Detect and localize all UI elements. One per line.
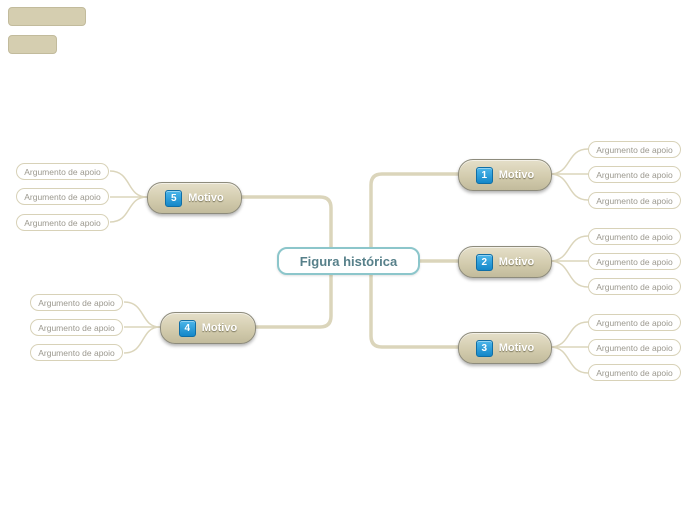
argument-node[interactable]: Argumento de apoio xyxy=(588,166,681,183)
argument-label: Argumento de apoio xyxy=(596,317,673,328)
argument-node[interactable]: Argumento de apoio xyxy=(588,192,681,209)
argument-node[interactable]: Argumento de apoio xyxy=(588,314,681,331)
argument-label: Argumento de apoio xyxy=(596,195,673,206)
motivo-node-1[interactable]: 1 Motivo xyxy=(458,159,552,191)
argument-label: Argumento de apoio xyxy=(38,322,115,333)
argument-node[interactable]: Argumento de apoio xyxy=(30,344,123,361)
argument-node[interactable]: Argumento de apoio xyxy=(588,278,681,295)
motivo-node-3[interactable]: 3 Motivo xyxy=(458,332,552,364)
argument-label: Argumento de apoio xyxy=(596,367,673,378)
argument-node[interactable]: Argumento de apoio xyxy=(16,163,109,180)
argument-label: Argumento de apoio xyxy=(38,297,115,308)
argument-label: Argumento de apoio xyxy=(596,231,673,242)
motivo-label-4: Motivo xyxy=(201,322,238,334)
number-badge-5: 5 xyxy=(165,189,183,207)
motivo-label-1: Motivo xyxy=(498,169,535,181)
argument-label: Argumento de apoio xyxy=(24,166,101,177)
clipped-node-top-2 xyxy=(8,35,57,54)
number-badge-3: 3 xyxy=(475,339,493,357)
argument-node[interactable]: Argumento de apoio xyxy=(588,253,681,270)
argument-node[interactable]: Argumento de apoio xyxy=(588,141,681,158)
motivo-node-4[interactable]: 4 Motivo xyxy=(160,312,256,344)
number-badge-4: 4 xyxy=(178,319,196,337)
motivo-label-2: Motivo xyxy=(498,256,535,268)
argument-label: Argumento de apoio xyxy=(596,281,673,292)
argument-node[interactable]: Argumento de apoio xyxy=(588,339,681,356)
argument-label: Argumento de apoio xyxy=(24,191,101,202)
argument-label: Argumento de apoio xyxy=(596,342,673,353)
clipped-node-top-1 xyxy=(8,7,86,26)
argument-label: Argumento de apoio xyxy=(38,347,115,358)
argument-node[interactable]: Argumento de apoio xyxy=(16,214,109,231)
argument-label: Argumento de apoio xyxy=(596,169,673,180)
motivo-label-5: Motivo xyxy=(188,192,224,204)
motivo-node-5[interactable]: 5 Motivo xyxy=(147,182,242,214)
argument-node[interactable]: Argumento de apoio xyxy=(588,228,681,245)
argument-label: Argumento de apoio xyxy=(596,144,673,155)
argument-label: Argumento de apoio xyxy=(596,256,673,267)
argument-node[interactable]: Argumento de apoio xyxy=(30,319,123,336)
motivo-node-2[interactable]: 2 Motivo xyxy=(458,246,552,278)
root-node[interactable]: Figura histórica xyxy=(277,247,420,275)
argument-node[interactable]: Argumento de apoio xyxy=(30,294,123,311)
number-badge-1: 1 xyxy=(475,166,493,184)
argument-label: Argumento de apoio xyxy=(24,217,101,228)
argument-node[interactable]: Argumento de apoio xyxy=(16,188,109,205)
number-badge-2: 2 xyxy=(475,253,493,271)
root-node-label: Figura histórica xyxy=(299,253,398,269)
motivo-label-3: Motivo xyxy=(498,342,535,354)
argument-node[interactable]: Argumento de apoio xyxy=(588,364,681,381)
